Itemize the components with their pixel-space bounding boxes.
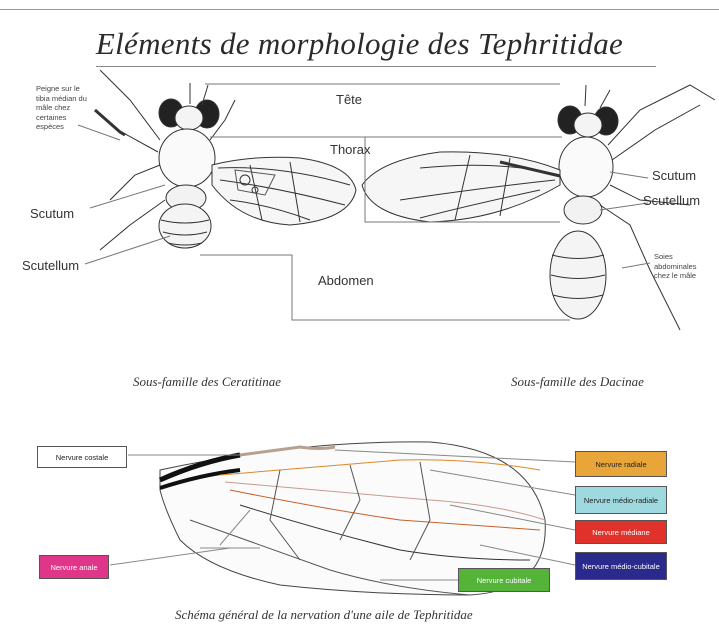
label-soies-note: Soies abdominales chez le mâle: [654, 252, 714, 281]
box-nervure-radiale: Nervure radiale: [575, 451, 667, 477]
fly-ceratitinae-icon: [95, 70, 356, 250]
caption-wing-schema: Schéma général de la nervation d'une ail…: [175, 607, 473, 623]
box-nervure-medio-radiale: Nervure médio-radiale: [575, 486, 667, 514]
label-abdomen: Abdomen: [318, 273, 374, 288]
label-peigne-note: Peigne sur le tibia médian du mâle chez …: [36, 84, 88, 132]
caption-dacinae: Sous-famille des Dacinae: [511, 374, 644, 390]
box-nervure-mediane: Nervure médiane: [575, 520, 667, 544]
label-thorax: Thorax: [330, 142, 370, 157]
box-nervure-costale: Nervure costale: [37, 446, 127, 468]
box-nervure-medio-cubitale: Nervure médio-cubitale: [575, 552, 667, 580]
label-tete: Tête: [336, 92, 362, 107]
box-nervure-cubitale: Nervure cubitale: [458, 568, 550, 592]
label-scutum-left: Scutum: [30, 206, 74, 221]
label-scutellum-right: Scutellum: [643, 193, 700, 208]
caption-ceratitinae: Sous-famille des Ceratitinae: [133, 374, 281, 390]
label-scutum-right: Scutum: [652, 168, 696, 183]
label-scutellum-left: Scutellum: [22, 258, 79, 273]
box-nervure-anale: Nervure anale: [39, 555, 109, 579]
